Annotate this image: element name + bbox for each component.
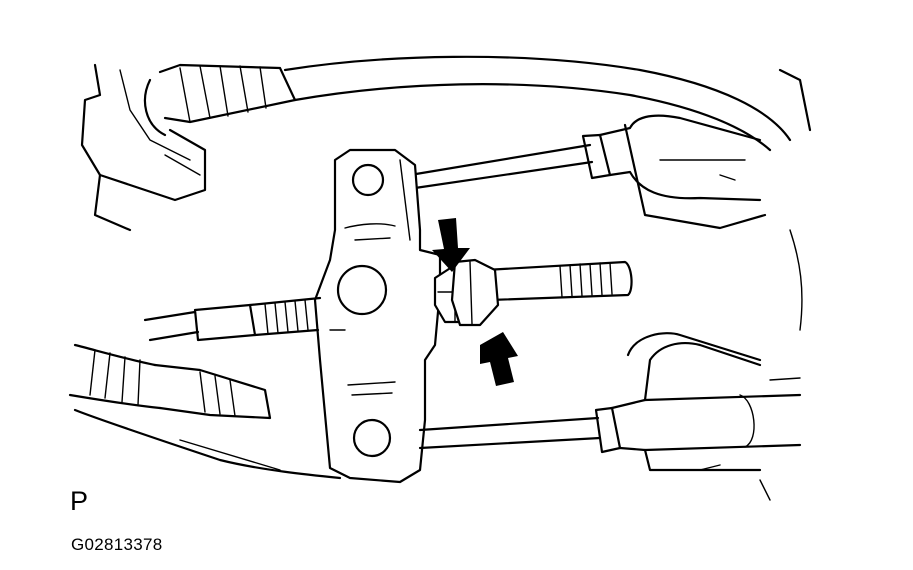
right-structure — [759, 68, 812, 501]
upper-cable — [283, 55, 792, 152]
left-cable — [143, 296, 322, 342]
figure-code: G02813378 — [71, 535, 163, 554]
center-bracket — [313, 148, 442, 484]
adjusting-nut — [450, 258, 500, 327]
view-letter: P — [70, 486, 89, 516]
down-arrow-icon — [432, 218, 470, 272]
upper-left-fitting — [143, 63, 297, 137]
lower-left-sheath — [68, 343, 342, 480]
left-structure — [80, 63, 207, 232]
lower-right-cable-end — [418, 332, 802, 472]
adjuster-rod — [483, 260, 633, 302]
upper-right-cable-end — [408, 114, 767, 230]
up-arrow-icon — [480, 332, 518, 386]
